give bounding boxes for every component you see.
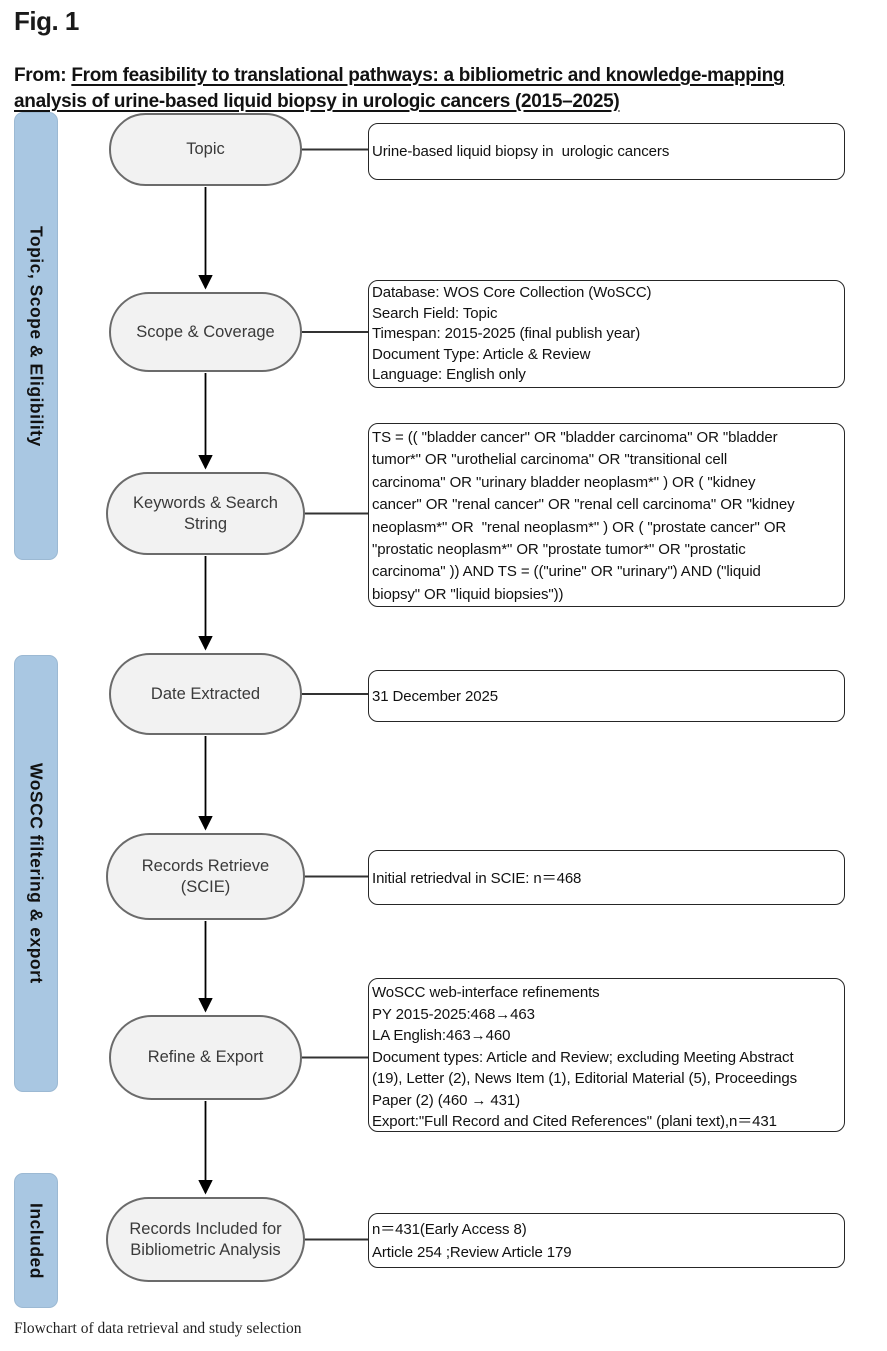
section-bar-label: Topic, Scope & Eligibility <box>26 225 47 447</box>
node-box-connector-lines <box>302 148 368 1241</box>
node-records-retrieve: Records Retrieve (SCIE) <box>106 833 305 920</box>
section-bar-label: WoSCC filtering & export <box>26 763 47 984</box>
figure-caption: Flowchart of data retrieval and study se… <box>14 1320 302 1337</box>
node-date-extracted: Date Extracted <box>109 653 302 735</box>
node-scope-coverage: Scope & Coverage <box>109 292 302 372</box>
detail-box-date-extracted: 31 December 2025 <box>368 670 845 722</box>
detail-box-scope-coverage: Database: WOS Core Collection (WoSCC) Se… <box>368 280 845 388</box>
source-line: From: From feasibility to translational … <box>14 63 874 115</box>
figure-label: Fig. 1 <box>14 6 79 36</box>
node-keywords-search: Keywords & Search String <box>106 472 305 555</box>
detail-box-search-string: TS = (( "bladder cancer" OR "bladder car… <box>368 423 845 607</box>
detail-box-refine-export: WoSCC web-interface refinements PY 2015-… <box>368 978 845 1132</box>
article-title-link[interactable]: From feasibility to translational pathwa… <box>14 65 785 112</box>
node-refine-export: Refine & Export <box>109 1015 302 1100</box>
section-bar-label: Included <box>26 1202 47 1279</box>
section-bar-woscc-filtering-export: WoSCC filtering & export <box>14 655 58 1092</box>
node-records-included: Records Included for Bibliometric Analys… <box>106 1197 305 1282</box>
from-prefix: From: <box>14 65 72 86</box>
section-bar-topic-scope-eligibility: Topic, Scope & Eligibility <box>14 112 58 560</box>
detail-box-topic: Urine-based liquid biopsy in urologic ca… <box>368 123 845 180</box>
detail-box-records-retrieve: Initial retriedval in SCIE: n＝468 <box>368 850 845 905</box>
node-topic: Topic <box>109 113 302 186</box>
detail-box-records-included: n＝431(Early Access 8) Article 254 ;Revie… <box>368 1213 845 1268</box>
section-bar-included: Included <box>14 1173 58 1308</box>
